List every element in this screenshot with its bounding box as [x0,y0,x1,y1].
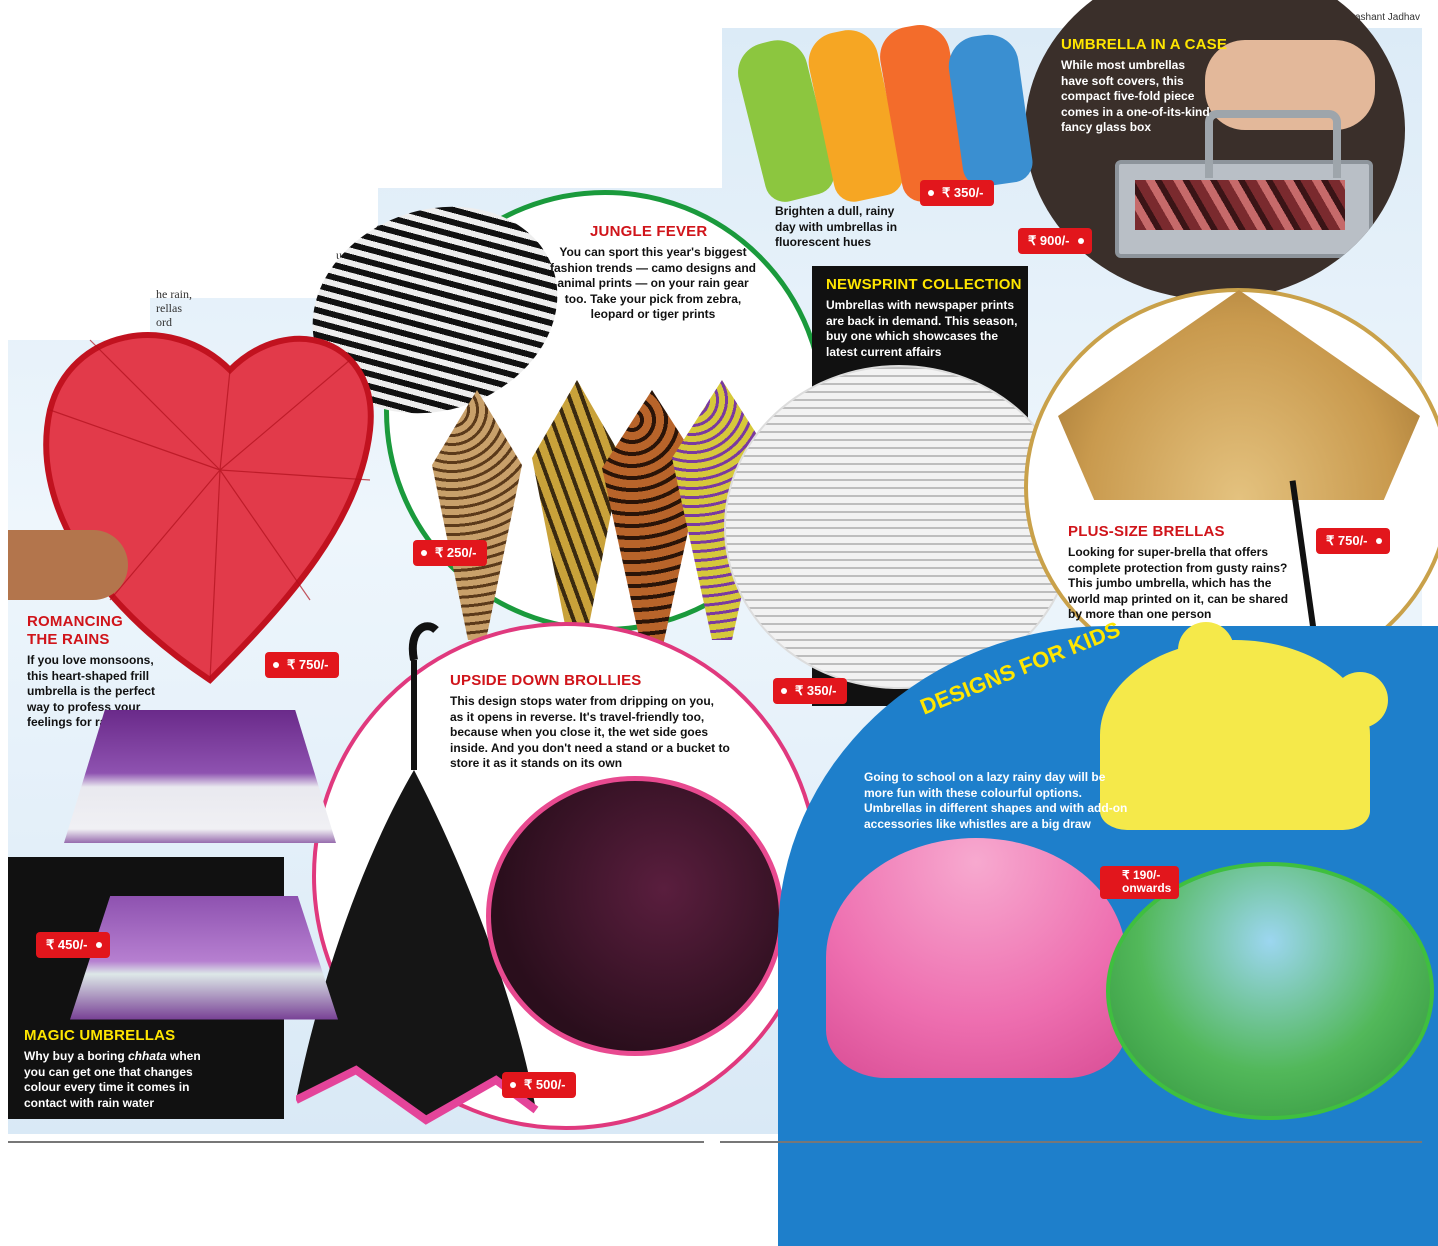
jungle-title: JUNGLE FEVER [590,223,708,240]
plus-body: Looking for super-brella that offers com… [1068,545,1289,621]
fluorescent-umbrellas-photo [731,20,1036,207]
magic-body: Why buy a boring chhata when you can get… [24,1049,209,1111]
pink-kids-umbrella-photo [826,838,1126,1078]
romance-body: If you love monsoons, this heart-shaped … [27,653,156,729]
magic-price: ₹ 450/- [36,932,110,958]
case-body: While most umbrellas have soft covers, t… [1061,58,1210,134]
magic-title: MAGIC UMBRELLAS [24,1027,176,1044]
case-photo [1025,0,1405,300]
animal-print-umbrellas-photo [432,340,772,660]
yellow-ear-left [1178,622,1234,678]
jungle-body: You can sport this year's biggest fashio… [549,245,757,321]
romance-price: ₹ 750/- [265,652,339,678]
case-title: UMBRELLA IN A CASE [1061,36,1228,53]
upside-price: ₹ 500/- [502,1072,576,1098]
case-price: ₹ 900/- [1018,228,1092,254]
fluorescent-price: ₹ 350/- [920,180,994,206]
footer-rule-left [8,1141,704,1143]
pink-black-umbrella-photo [486,776,784,1056]
white-margin-corner [0,0,150,340]
yellow-ear-right [1332,672,1388,728]
upside-title: UPSIDE DOWN BROLLIES [450,672,642,689]
heart-umbrella-photo [43,332,374,684]
footer-rule-right [720,1141,1422,1143]
magic-body-pre: Why buy a boring [24,1049,128,1063]
plus-price: ₹ 750/- [1316,528,1390,554]
magic-body-post: when you can get one that changes colour… [24,1049,201,1110]
newsprint-price: ₹ 350/- [773,678,847,704]
hand-photo [8,530,128,600]
kids-price: ₹ 190/- onwards [1100,866,1180,899]
plus-title: PLUS-SIZE BRELLAS [1068,523,1225,540]
photo-credit: Pics: Prashant Jadhav [1320,12,1421,23]
kids-price-amount: ₹ 190/- [1122,868,1161,882]
adjacent-text-5: he rain, [156,287,192,301]
adjacent-text-6: rellas [156,301,182,315]
green-kids-umbrella-photo [1106,862,1434,1120]
upside-body: This design stops water from dripping on… [450,694,730,770]
adjacent-text-7: ord [156,315,172,329]
newsprint-title: NEWSPRINT COLLECTION [826,276,1022,293]
magic-body-em: chhata [128,1049,167,1063]
magic-umbrella-purple-photo [70,896,338,1020]
magic-umbrella-white-photo [64,710,336,843]
kids-price-note: onwards [1122,881,1172,895]
romance-title-2: THE RAINS [27,631,110,648]
jungle-price: ₹ 250/- [413,540,487,566]
kids-body: Going to school on a lazy rainy day will… [864,770,1128,831]
romance-title-1: ROMANCING [27,613,123,630]
fluorescent-body: Brighten a dull, rainy day with umbrella… [775,204,898,249]
newsprint-body: Umbrellas with newspaper prints are back… [826,298,1018,359]
yellow-face-umbrella-photo [1100,640,1370,830]
